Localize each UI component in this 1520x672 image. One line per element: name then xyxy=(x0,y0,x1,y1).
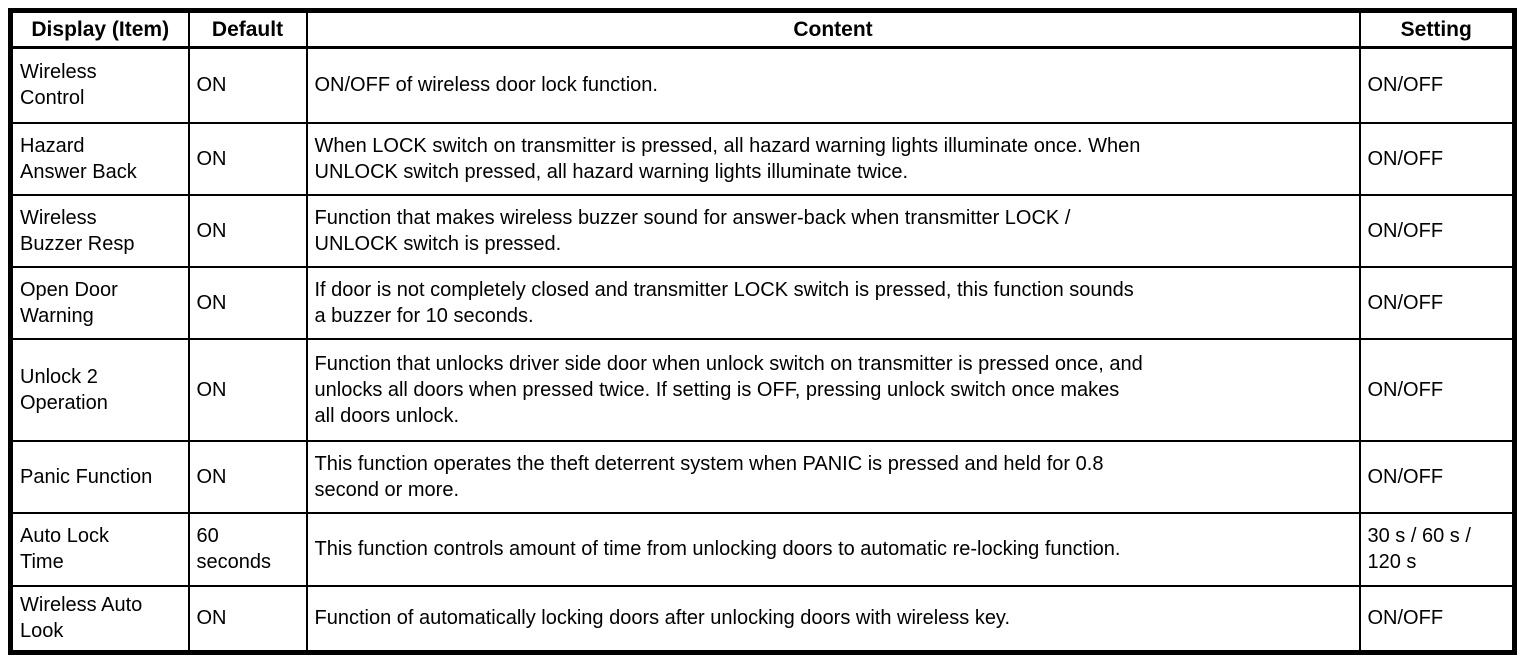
cell-default: ON xyxy=(187,46,308,124)
cell-default: 60 seconds xyxy=(187,511,308,587)
cell-display-item: Wireless Buzzer Resp xyxy=(9,193,190,268)
cell-default: ON xyxy=(187,584,308,654)
column-header-setting: Setting xyxy=(1358,9,1516,49)
cell-default: ON xyxy=(187,193,308,268)
cell-content: When LOCK switch on transmitter is press… xyxy=(305,121,1361,196)
table-body: Wireless Control ON ON/OFF of wireless d… xyxy=(9,46,1516,654)
cell-setting: ON/OFF xyxy=(1358,193,1516,268)
cell-content: This function controls amount of time fr… xyxy=(305,511,1361,587)
table-row: Wireless Buzzer Resp ON Function that ma… xyxy=(9,193,1516,268)
table-header-row: Display (Item) Default Content Setting xyxy=(9,9,1516,49)
cell-setting: ON/OFF xyxy=(1358,439,1516,514)
table-row: Unlock 2 Operation ON Function that unlo… xyxy=(9,337,1516,442)
cell-content: Function that makes wireless buzzer soun… xyxy=(305,193,1361,268)
cell-content: Function that unlocks driver side door w… xyxy=(305,337,1361,442)
column-header-content: Content xyxy=(305,9,1361,49)
table-row: Wireless Auto Look ON Function of automa… xyxy=(9,584,1516,654)
cell-display-item: Hazard Answer Back xyxy=(9,121,190,196)
cell-default: ON xyxy=(187,121,308,196)
cell-display-item: Panic Function xyxy=(9,439,190,514)
table-row: Panic Function ON This function operates… xyxy=(9,439,1516,514)
cell-setting: 30 s / 60 s / 120 s xyxy=(1358,511,1516,587)
cell-default: ON xyxy=(187,337,308,442)
cell-display-item: Auto Lock Time xyxy=(9,511,190,587)
cell-content: If door is not completely closed and tra… xyxy=(305,265,1361,340)
cell-setting: ON/OFF xyxy=(1358,121,1516,196)
cell-content: ON/OFF of wireless door lock function. xyxy=(305,46,1361,124)
cell-setting: ON/OFF xyxy=(1358,46,1516,124)
cell-default: ON xyxy=(187,439,308,514)
table-row: Hazard Answer Back ON When LOCK switch o… xyxy=(9,121,1516,196)
table-row: Wireless Control ON ON/OFF of wireless d… xyxy=(9,46,1516,124)
column-header-default: Default xyxy=(187,9,308,49)
wireless-door-lock-settings-table: Display (Item) Default Content Setting W… xyxy=(8,8,1517,655)
cell-default: ON xyxy=(187,265,308,340)
column-header-display-item: Display (Item) xyxy=(9,9,190,49)
cell-content: Function of automatically locking doors … xyxy=(305,584,1361,654)
cell-setting: ON/OFF xyxy=(1358,265,1516,340)
cell-setting: ON/OFF xyxy=(1358,337,1516,442)
table-row: Open Door Warning ON If door is not comp… xyxy=(9,265,1516,340)
cell-display-item: Unlock 2 Operation xyxy=(9,337,190,442)
cell-display-item: Wireless Control xyxy=(9,46,190,124)
cell-display-item: Wireless Auto Look xyxy=(9,584,190,654)
cell-display-item: Open Door Warning xyxy=(9,265,190,340)
table-row: Auto Lock Time 60 seconds This function … xyxy=(9,511,1516,587)
cell-setting: ON/OFF xyxy=(1358,584,1516,654)
cell-content: This function operates the theft deterre… xyxy=(305,439,1361,514)
